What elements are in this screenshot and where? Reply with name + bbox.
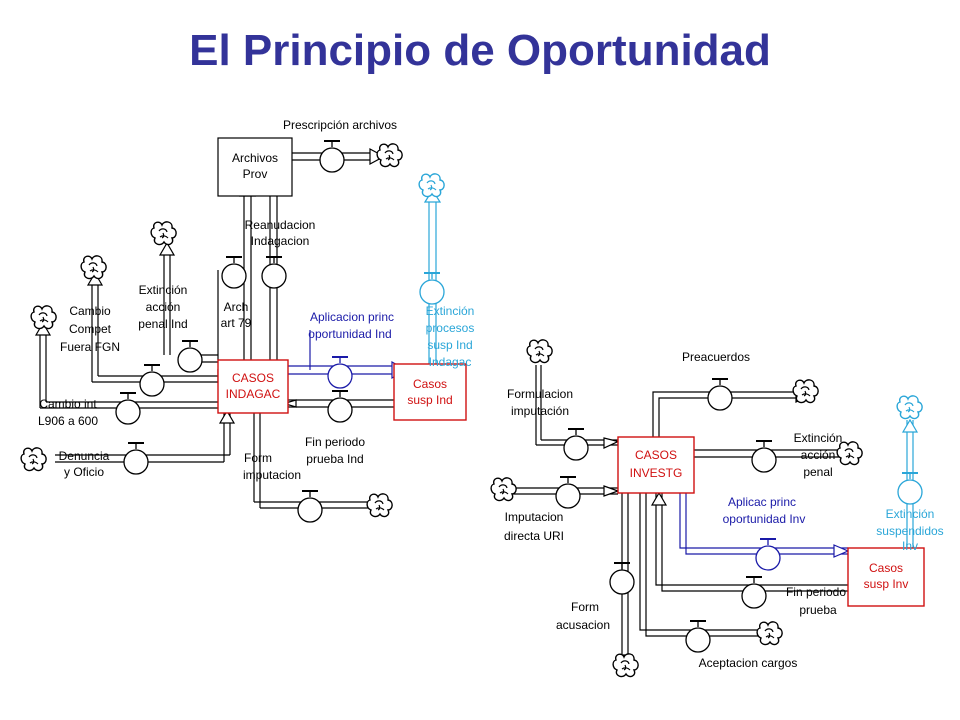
valve-icon xyxy=(221,256,247,289)
valve-icon xyxy=(685,620,711,653)
stock-casos-susp-inv xyxy=(847,547,925,607)
cloud-icon xyxy=(30,305,57,330)
stock-archivos-prov xyxy=(217,137,293,197)
flow-label-fin-periodo-ind-1: Fin periodo xyxy=(305,435,365,449)
flow-label-extincion-procesos-2: procesos xyxy=(426,321,475,335)
slide-title: El Principio de Oportunidad xyxy=(189,26,771,75)
flow-label-reanudacion-2: Indagacion xyxy=(251,234,310,248)
cloud-icon xyxy=(756,621,783,646)
flow-label-aceptacion-cargos: Aceptacion cargos xyxy=(699,656,798,670)
valve-icon xyxy=(177,340,203,373)
casos-susp-ind-line2: susp Ind xyxy=(407,393,452,407)
valve-icon xyxy=(139,364,165,397)
valve-icon xyxy=(261,256,287,289)
valve-icon xyxy=(563,428,589,461)
flow-label-formulacion-1: Formulacion xyxy=(507,387,573,401)
flow-label-extincion-susp-3: Inv xyxy=(902,539,918,553)
cloud-icon xyxy=(896,395,923,420)
casos-susp-inv-line2: susp Inv xyxy=(864,577,909,591)
archivos-prov-line2: Prov xyxy=(243,167,268,181)
casos-indagac-line1: CASOS xyxy=(232,371,274,385)
flow-label-extincion-susp-1: Extinción xyxy=(886,507,935,521)
valve-icon xyxy=(609,562,635,595)
flow-label-denuncia-2: y Oficio xyxy=(64,465,104,479)
cloud-icon xyxy=(792,379,819,404)
flow-label-form-imputacion-2: imputacion xyxy=(243,468,301,482)
flow-label-prescripcion: Prescripción archivos xyxy=(283,118,397,132)
valve-icon xyxy=(123,442,149,475)
cloud-icon xyxy=(150,221,177,246)
flow-label-denuncia-1: Denuncia xyxy=(59,449,110,463)
flow-label-extincion-susp-2: suspendidos xyxy=(876,524,943,538)
valve-icon xyxy=(707,378,733,411)
flow-label-cambio-int-1: Cambio int xyxy=(39,397,97,411)
stock-casos-investg xyxy=(617,436,695,494)
archivos-prov-line1: Archivos xyxy=(232,151,278,165)
flow-label-cambio-compet-2: Compet xyxy=(69,322,112,336)
valve-icon xyxy=(327,356,353,389)
cloud-icon xyxy=(20,447,47,472)
cloud-icon xyxy=(80,255,107,280)
casos-susp-inv-line1: Casos xyxy=(869,561,903,575)
cloud-icon xyxy=(526,339,553,364)
flow-label-cambio-int-2: L906 a 600 xyxy=(38,414,98,428)
flow-label-extincion-penal-1: Extinción xyxy=(794,431,843,445)
valve-icon xyxy=(115,392,141,425)
flow-label-extincion-ind-3: penal Ind xyxy=(138,317,187,331)
casos-susp-ind-line1: Casos xyxy=(413,377,447,391)
flow-label-extincion-penal-3: penal xyxy=(803,465,832,479)
valve-icon xyxy=(297,490,323,523)
valve-icon xyxy=(555,476,581,509)
valve-icon xyxy=(327,390,353,423)
valve-icon xyxy=(751,440,777,473)
flow-label-fin-periodo-ind-2: prueba Ind xyxy=(306,452,363,466)
valve-icon xyxy=(755,538,781,571)
flow-label-imputacion-directa-2: directa URI xyxy=(504,529,564,543)
flow-label-extincion-procesos-3: susp Ind xyxy=(427,338,472,352)
flow-label-form-acusacion-1: Form xyxy=(571,600,599,614)
valve-icon xyxy=(897,472,923,505)
flow-label-aplicacion-ind-2: oportunidad Ind xyxy=(308,327,391,341)
stock-casos-susp-ind xyxy=(393,363,467,421)
casos-investg-line2: INVESTG xyxy=(630,466,683,480)
flow-label-form-acusacion-2: acusacion xyxy=(556,618,610,632)
cloud-icon xyxy=(366,493,393,518)
cloud-icon xyxy=(612,653,639,678)
flow-label-reanudacion-1: Reanudacion xyxy=(245,218,316,232)
valve-icon xyxy=(741,576,767,609)
flow-label-extincion-penal-2: acción xyxy=(801,448,836,462)
valve-icon xyxy=(319,140,345,173)
flow-label-formulacion-2: imputación xyxy=(511,404,569,418)
flow-label-preacuerdos: Preacuerdos xyxy=(682,350,750,364)
cloud-icon xyxy=(376,143,403,168)
cloud-icon xyxy=(836,441,863,466)
valve-icon xyxy=(419,272,445,305)
flow-label-form-imputacion-1: Form xyxy=(244,451,272,465)
stock-casos-indagac xyxy=(217,359,289,414)
flow-label-arch-2: art 79 xyxy=(221,316,252,330)
flow-label-aplicac-inv-1: Aplicac princ xyxy=(728,495,796,509)
cloud-icon xyxy=(418,173,445,198)
flow-label-extincion-ind-1: Extinción xyxy=(139,283,188,297)
flow-label-aplicac-inv-2: oportunidad Inv xyxy=(723,512,806,526)
flow-label-extincion-ind-2: acción xyxy=(146,300,181,314)
flow-label-arch-1: Arch xyxy=(224,300,249,314)
flow-label-cambio-compet-3: Fuera FGN xyxy=(60,340,120,354)
flow-label-fin-periodo-1: Fin periodo xyxy=(786,585,846,599)
cloud-icon xyxy=(490,477,517,502)
flow-label-fin-periodo-2: prueba xyxy=(799,603,837,617)
casos-investg-line1: CASOS xyxy=(635,448,677,462)
casos-indagac-line2: INDAGAC xyxy=(226,387,281,401)
flow-label-aplicacion-ind-1: Aplicacion princ xyxy=(310,310,394,324)
flow-label-cambio-compet-1: Cambio xyxy=(69,304,111,318)
flow-label-extincion-procesos-1: Extinción xyxy=(426,304,475,318)
flow-label-imputacion-directa-1: Imputacion xyxy=(505,510,564,524)
flow-label-extincion-procesos-4: Indagac xyxy=(429,355,472,369)
